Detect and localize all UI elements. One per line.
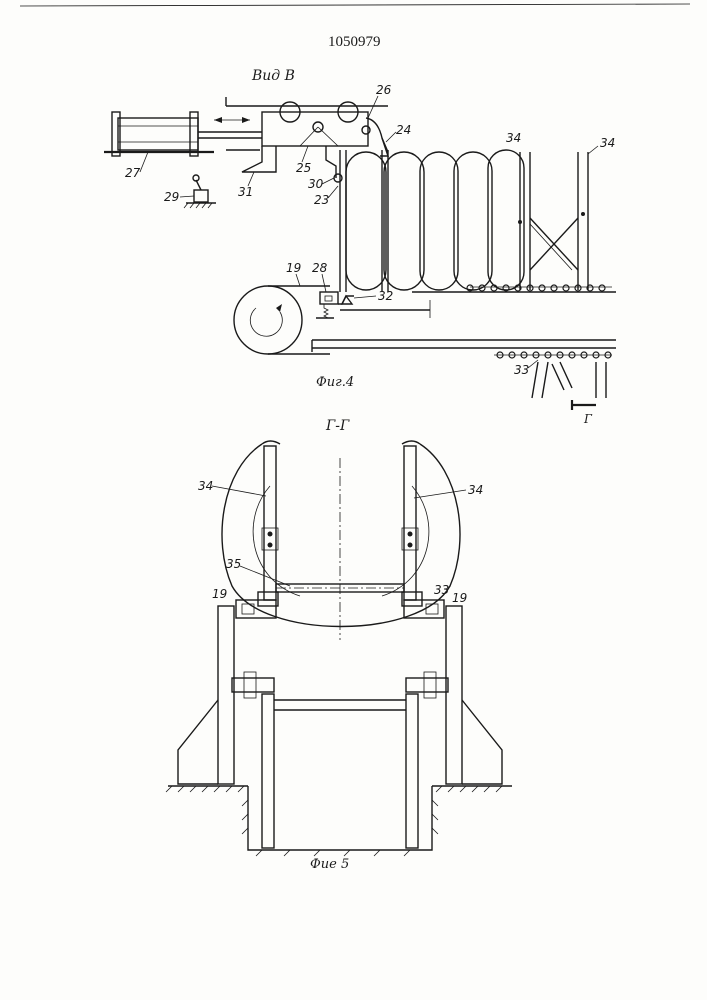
label-32: 32	[378, 289, 393, 303]
patent-number: 1050979	[328, 34, 381, 50]
svg-text:Г: Г	[583, 412, 593, 426]
drive-drum	[234, 286, 330, 354]
label5-19-right: 19	[452, 591, 467, 605]
label-26: 26	[376, 83, 392, 97]
label-29: 29	[164, 190, 179, 204]
tyre-stack	[346, 150, 524, 290]
label-28: 28	[312, 261, 328, 275]
fig4-caption: Фиг.4	[316, 375, 354, 390]
label-25: 25	[296, 161, 311, 175]
fig5-caption: Фие 5	[310, 857, 349, 872]
ground-and-pit	[166, 786, 512, 856]
label5-34-left: 34	[198, 479, 213, 493]
label-30: 30	[308, 177, 324, 191]
label5-34-right: 34	[468, 483, 483, 497]
lower-frame	[312, 300, 616, 352]
figure-4: Вид В	[104, 68, 616, 426]
label-24: 24	[396, 123, 411, 137]
label-27: 27	[125, 166, 141, 180]
label-34-left: 34	[506, 131, 521, 145]
view-label: Вид В	[251, 68, 295, 84]
tyre-cross-section	[222, 441, 460, 640]
label5-33: 33	[434, 583, 449, 597]
uprights	[262, 446, 418, 600]
vertical-mast	[340, 150, 388, 292]
label-33: 33	[514, 363, 529, 377]
sensor-and-spring	[316, 292, 354, 318]
section-marker: Г	[572, 400, 596, 426]
section-label: Г-Г	[325, 418, 350, 434]
carriage	[242, 102, 388, 182]
figure-5: Г-Г	[166, 418, 512, 872]
label5-19-left: 19	[212, 587, 227, 601]
label-23: 23	[314, 193, 329, 207]
stanchions	[518, 152, 588, 290]
label-19: 19	[286, 261, 301, 275]
limit-switch	[184, 175, 216, 208]
label5-35: 35	[226, 557, 241, 571]
base-frame	[178, 606, 502, 848]
label-31: 31	[238, 185, 253, 199]
sheet-top-border	[20, 4, 690, 6]
lower-conveyor-chain	[494, 352, 612, 398]
label-34-right: 34	[600, 136, 615, 150]
